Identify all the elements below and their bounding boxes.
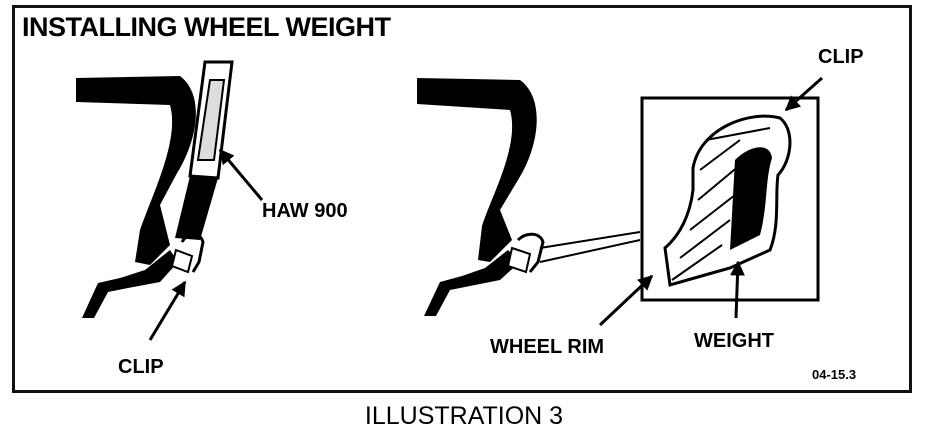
label-clip-right: CLIP xyxy=(818,46,864,68)
right-wheel-section xyxy=(417,78,545,316)
figure-code: 04-15.3 xyxy=(812,367,857,382)
detail-clip-weight xyxy=(663,114,792,287)
arrow-clip-left xyxy=(148,280,187,341)
illustration-caption: ILLUSTRATION 3 xyxy=(364,402,564,430)
callout-line-lower xyxy=(539,239,641,263)
left-wheel-section xyxy=(76,76,196,318)
arrow-tool xyxy=(218,148,264,201)
arrow-wheel-rim xyxy=(598,274,654,327)
label-haw900: HAW 900 xyxy=(262,200,348,222)
label-clip-left: CLIP xyxy=(118,356,164,378)
illustration-frame xyxy=(12,5,912,393)
illustration-title: INSTALLING WHEEL WEIGHT xyxy=(22,12,391,42)
arrow-weight xyxy=(730,260,746,319)
label-wheel-rim: WHEEL RIM xyxy=(490,336,605,358)
arrow-clip-right xyxy=(784,76,823,112)
callout-line-upper xyxy=(539,231,641,249)
clip-left-shape xyxy=(170,233,205,274)
label-weight: WEIGHT xyxy=(694,330,774,352)
